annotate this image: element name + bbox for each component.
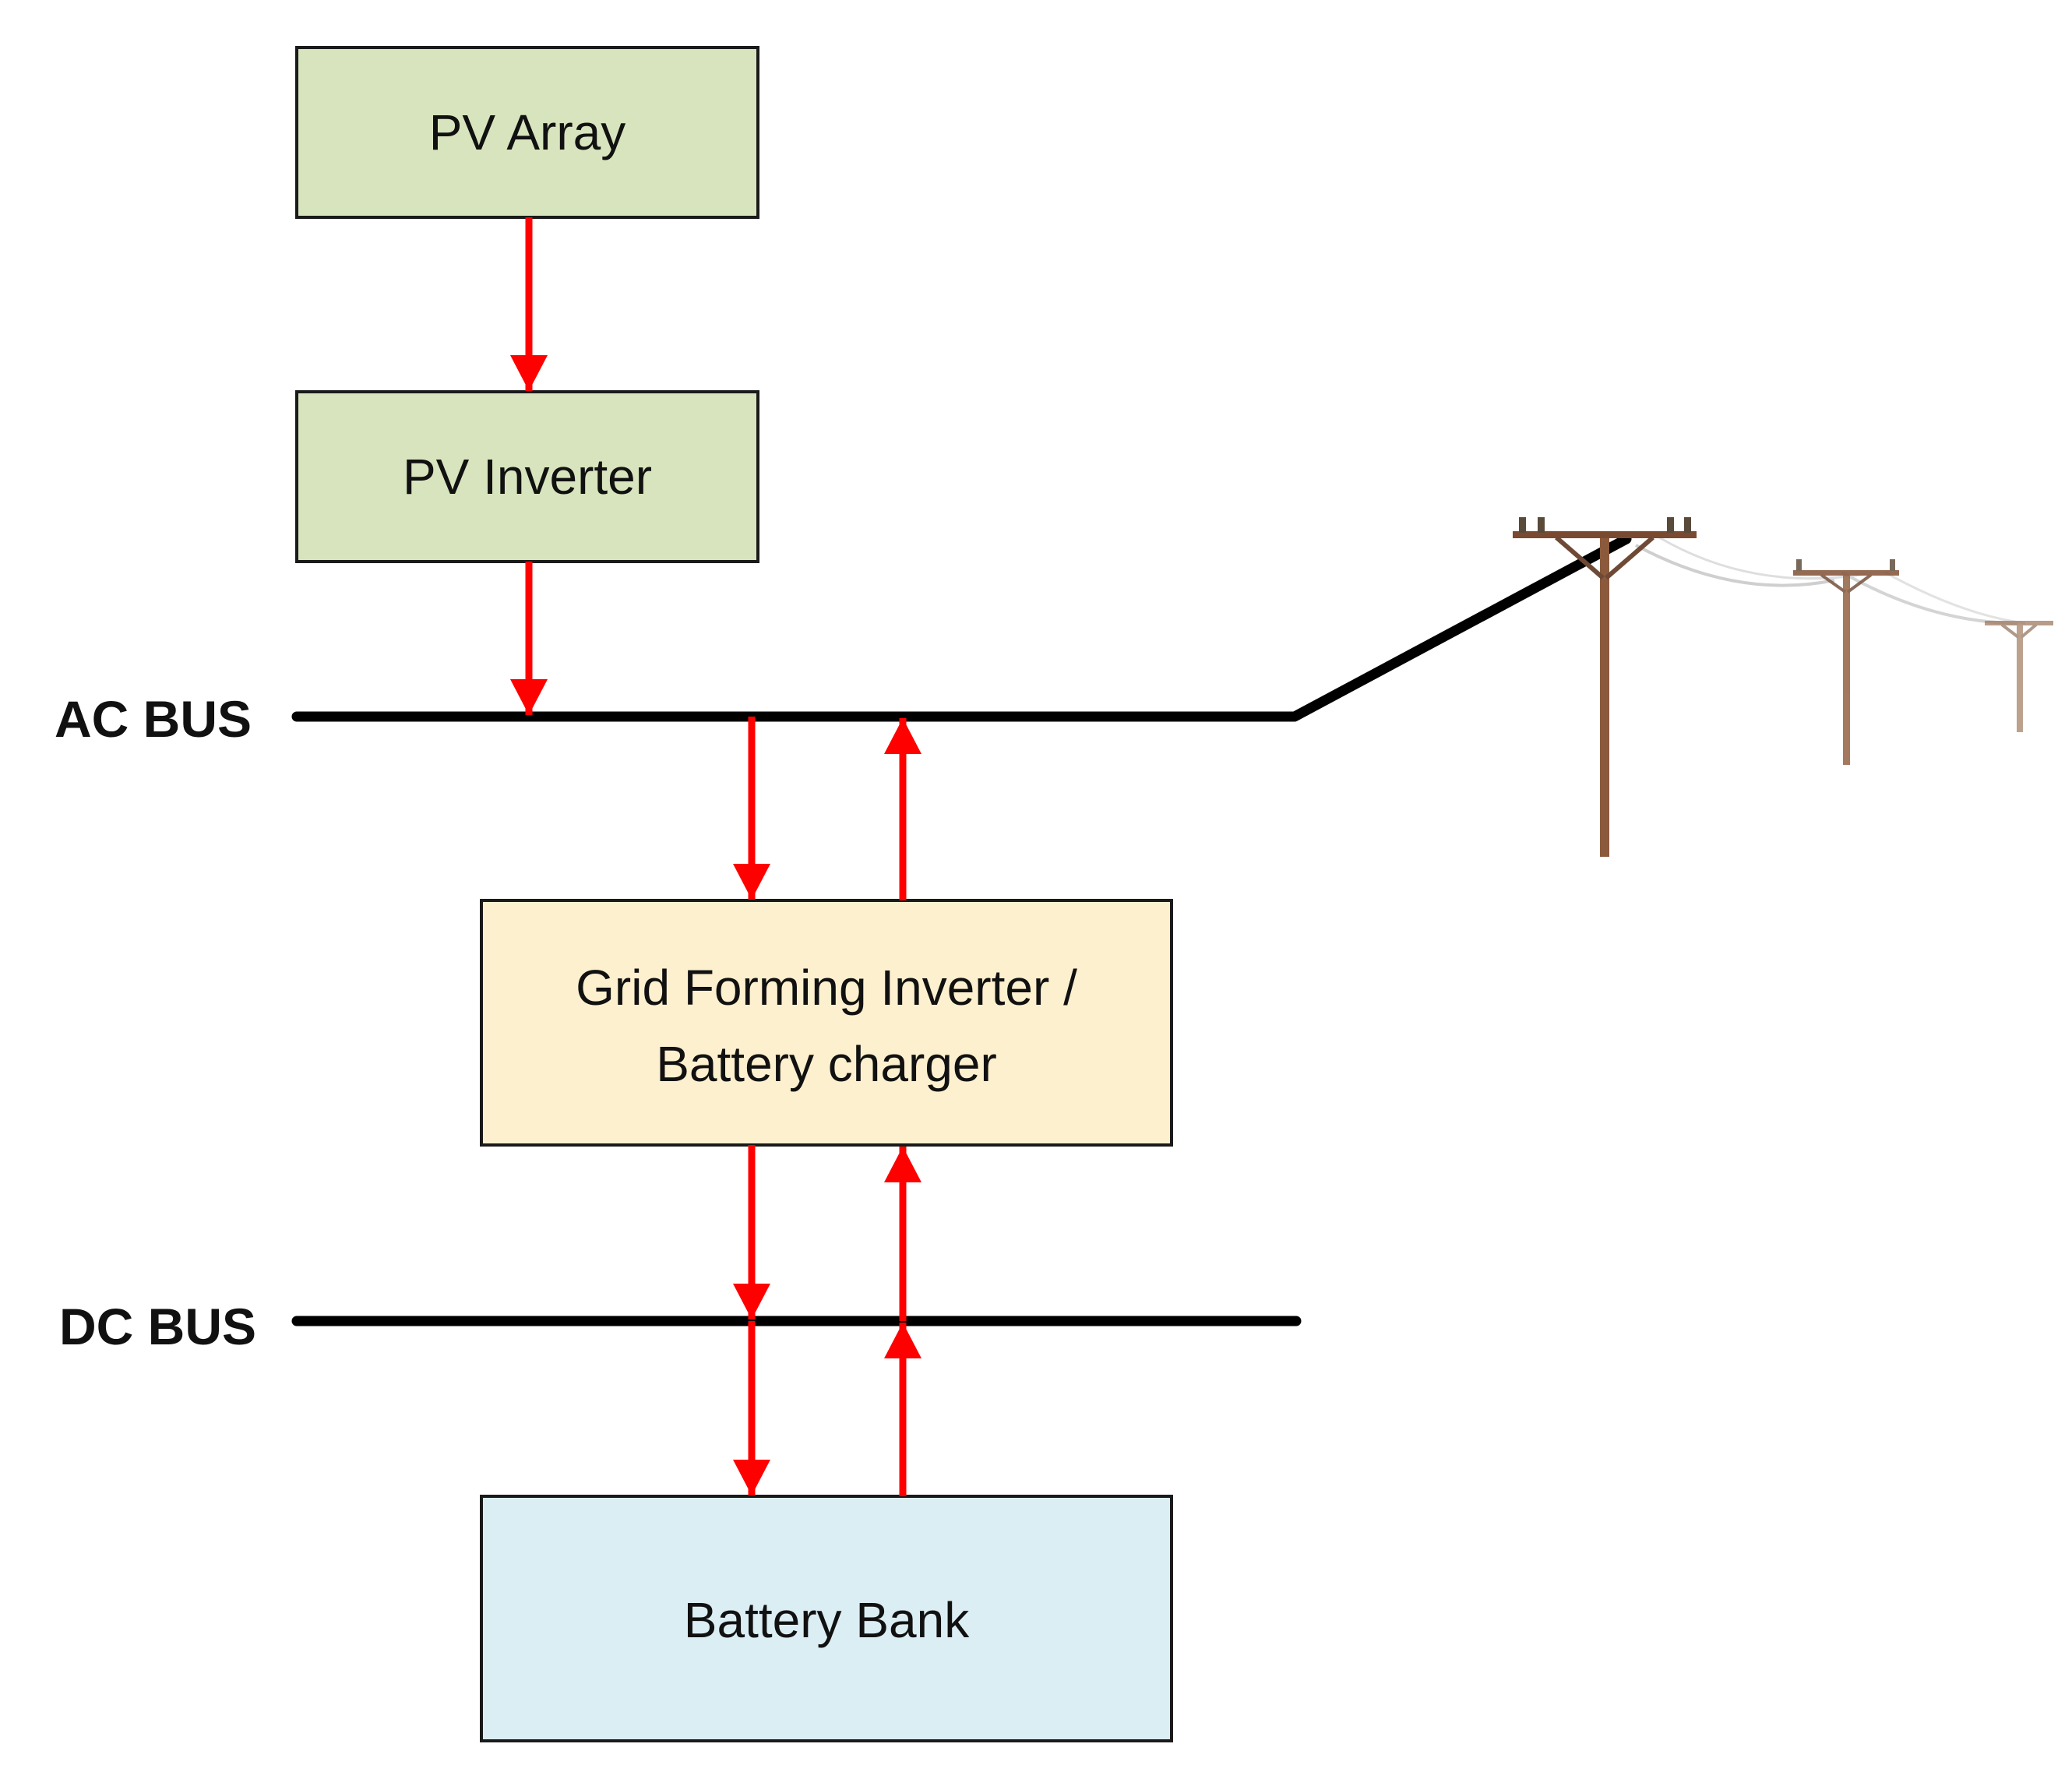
- battery-bank-box: Battery Bank: [480, 1495, 1173, 1742]
- pv-inverter-label: PV Inverter: [403, 449, 652, 505]
- ac-bus: AC BUS: [55, 534, 1632, 748]
- pv-array-label: PV Array: [429, 104, 626, 160]
- battery-bank-label: Battery Bank: [684, 1592, 970, 1648]
- ac-bus-line: [291, 534, 1632, 722]
- grid-inverter-label-line1: Grid Forming Inverter /: [576, 960, 1077, 1016]
- grid-inverter-label-line2: Battery charger: [656, 1036, 997, 1092]
- flow-arrows: [510, 217, 921, 1496]
- utility-pole-2: [1793, 559, 1899, 765]
- ac-bus-label: AC BUS: [55, 690, 252, 748]
- pv-array-box: PV Array: [295, 46, 759, 219]
- grid-forming-inverter-box: Grid Forming Inverter / Battery charger: [480, 899, 1173, 1147]
- power-line-poles-icon: [1513, 517, 2053, 857]
- utility-pole-1: [1513, 517, 1697, 857]
- dc-bus: DC BUS: [59, 1298, 1302, 1355]
- dc-bus-label: DC BUS: [59, 1298, 256, 1355]
- pv-inverter-box: PV Inverter: [295, 390, 759, 563]
- utility-pole-3: [1985, 621, 2053, 732]
